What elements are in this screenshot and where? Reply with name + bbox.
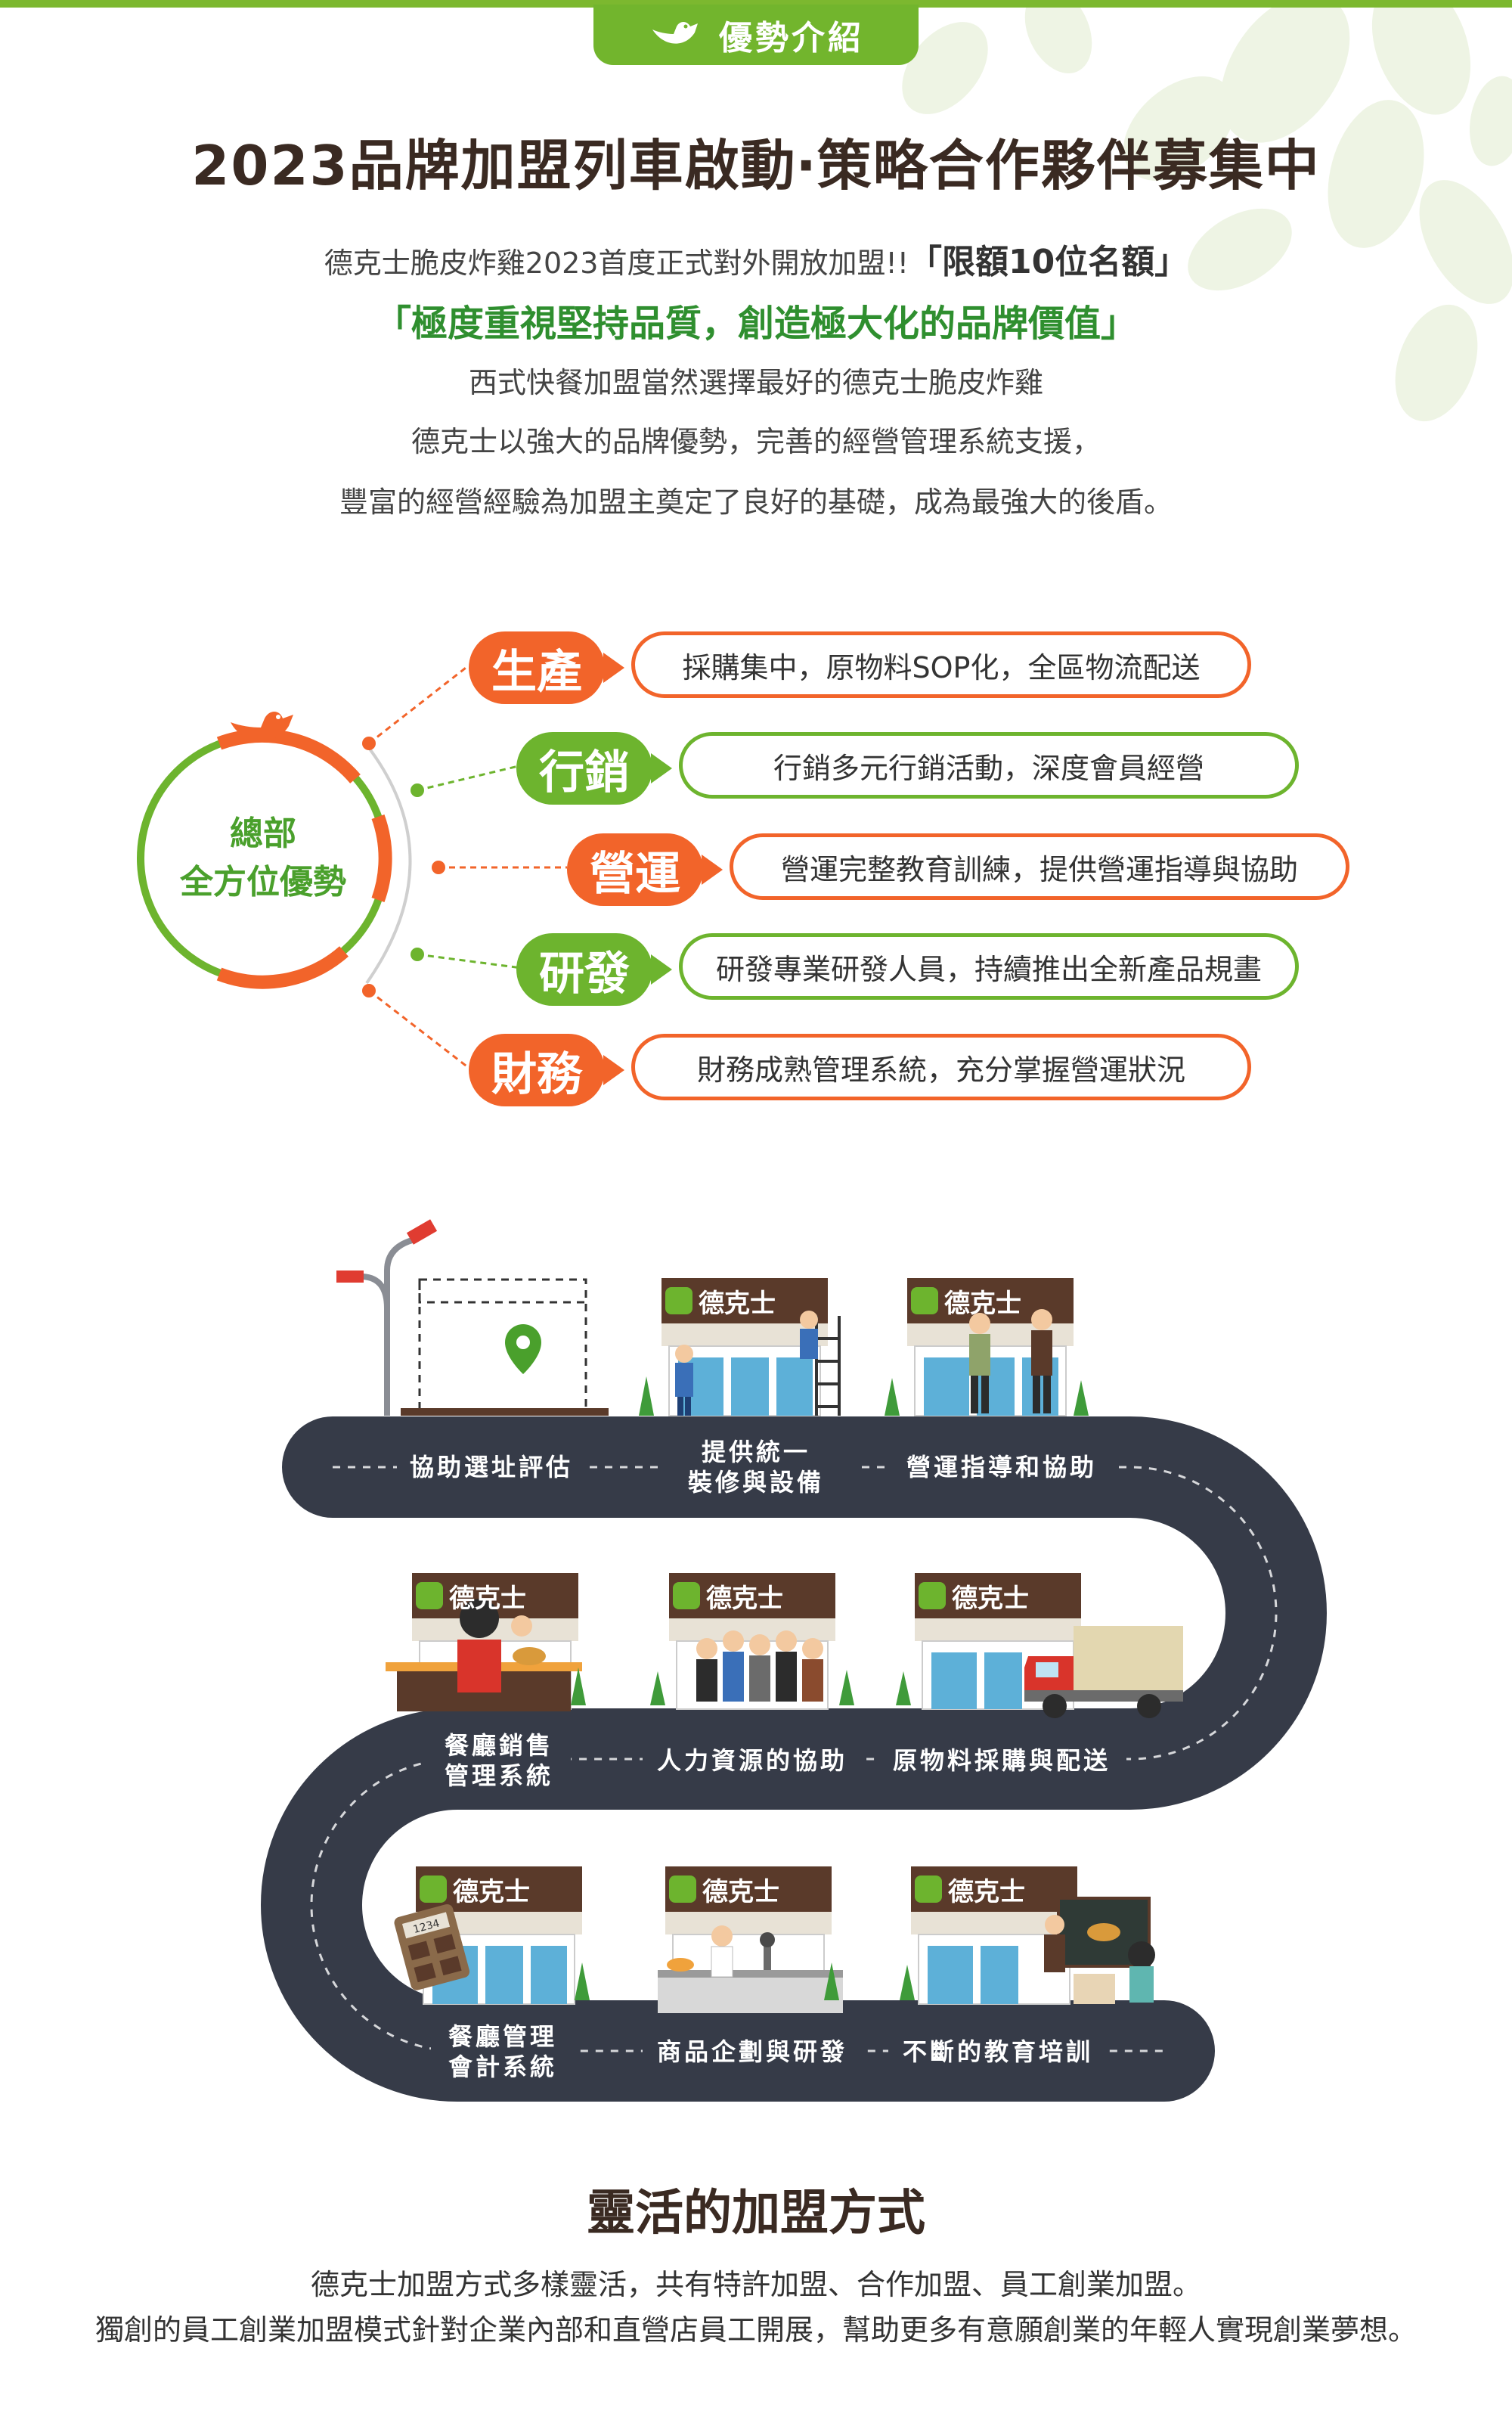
store-sign-text: 德克士 (952, 1583, 1029, 1614)
advantage-production-label: 生產 (491, 645, 582, 699)
store-sign-text: 德克士 (449, 1583, 526, 1614)
advantage-finance-desc: 財務成熟管理系統，充分掌握營運狀況 (631, 1034, 1251, 1100)
hq-diagram (137, 664, 567, 1069)
intro-line-4: 德克士以強大的品牌優勢，完善的經營管理系統支援， (411, 425, 1101, 458)
advantage-rnd: 研發 (516, 933, 672, 1006)
step-site-selection: 協助選址評估 (409, 1453, 573, 1481)
store-logo-icon (919, 1582, 946, 1609)
badge-label: 優勢介紹 (719, 19, 864, 57)
top-accent-bar (0, 0, 1512, 8)
quota-highlight: 「限額10位名額」 (908, 243, 1188, 281)
store-sign: 德克士 (915, 1870, 1074, 1908)
hq-ring-accent-top (216, 728, 361, 783)
store-sign: 德克士 (416, 1577, 575, 1615)
flex-franchise-line-2: 獨創的員工創業加盟模式針對企業內部和直營店員工開展，幫助更多有意願創業的年輕人實… (94, 2313, 1417, 2347)
step-sales-system-line-1: 餐廳銷售 (444, 1731, 553, 1760)
advantage-production: 生產 (469, 631, 624, 704)
team-icon (696, 1630, 823, 1702)
bird-icon (652, 22, 698, 44)
advantage-operations-desc: 營運完整教育訓練，提供營運指導與協助 (730, 833, 1349, 900)
store-sign: 德克士 (665, 1282, 824, 1320)
store-building (662, 1278, 828, 1416)
advantage-marketing: 行銷 (516, 732, 672, 805)
step-accounting-system-line-1: 餐廳管理 (448, 2022, 557, 2051)
connector-dots (362, 737, 445, 997)
hq-ring-accent-bottom (216, 946, 349, 989)
intro-line-1-text: 德克士脆皮炸雞2023首度正式對外開放加盟!! (324, 247, 909, 280)
store-sign: 德克士 (919, 1577, 1077, 1615)
store-logo-icon (915, 1876, 942, 1903)
burger-icon (513, 1647, 546, 1665)
connector-lines (368, 664, 567, 1069)
step-hr-support: 人力資源的協助 (656, 1746, 847, 1775)
store-sign-text: 德克士 (944, 1288, 1021, 1319)
delivery-truck-icon (1024, 1626, 1183, 1718)
bird-icon (231, 712, 293, 741)
step-renovation: 提供統一 裝修與設備 (658, 1437, 854, 1497)
step-renovation-line-1: 提供統一 (701, 1438, 810, 1466)
calculator-icon: 1234 (394, 1903, 470, 1990)
section-badge: 優勢介紹 (593, 5, 919, 65)
step-renovation-line-2: 裝修與設備 (687, 1468, 824, 1497)
flex-franchise-title: 靈活的加盟方式 (587, 2186, 925, 2242)
connector-arc (365, 743, 412, 985)
hq-label: 總部 全方位優勢 (142, 737, 384, 979)
intro-slogan: 「極度重視堅持品質，創造極大化的品牌價值」 (374, 302, 1137, 345)
store-sign-text: 德克士 (453, 1876, 530, 1907)
step-sales-system-line-2: 管理系統 (444, 1761, 553, 1790)
advantage-operations: 營運 (567, 833, 723, 906)
store-sign: 德克士 (911, 1282, 1070, 1320)
store-logo-icon (669, 1876, 696, 1903)
tree-icon (639, 1376, 1089, 1416)
hq-ring-accent-right (371, 814, 392, 903)
hq-label-line-2: 全方位優勢 (180, 863, 346, 901)
advantage-finance: 財務 (469, 1034, 624, 1106)
flex-franchise-line-1: 德克士加盟方式多樣靈活，共有特許加盟、合作加盟、員工創業加盟。 (310, 2268, 1201, 2301)
store-sign: 德克士 (420, 1870, 578, 1908)
staff-icon (969, 1309, 1052, 1413)
step-product-rnd: 商品企劃與研發 (656, 2037, 847, 2066)
step-operations-guidance: 營運指導和協助 (906, 1453, 1097, 1481)
advantage-production-desc: 採購集中，原物料SOP化，全區物流配送 (631, 631, 1251, 698)
tree-icon (575, 1962, 915, 2000)
tree-icon (571, 1668, 911, 1705)
leaf-decoration (902, 0, 1512, 422)
store-sign-text: 德克士 (699, 1288, 776, 1319)
store-logo-icon (673, 1582, 700, 1609)
intro-line-1: 德克士脆皮炸雞2023首度正式對外開放加盟!!「限額10位名額」 (0, 234, 1512, 283)
page-title: 2023品牌加盟列車啟動‧策略合作夥伴募集中 (191, 134, 1321, 197)
intro-line-5: 豐富的經營經驗為加盟主奠定了良好的基礎，成為最強大的後盾。 (339, 486, 1173, 519)
advantage-rnd-label: 研發 (539, 947, 630, 1001)
store-sign: 德克士 (673, 1577, 832, 1615)
training-board-icon (1044, 1897, 1155, 2004)
advantage-marketing-label: 行銷 (539, 746, 630, 799)
intro-line-3: 西式快餐加盟當然選擇最好的德克士脆皮炸雞 (468, 366, 1043, 399)
step-accounting-system: 餐廳管理 會計系統 (431, 2021, 575, 2082)
store-logo-icon (665, 1287, 692, 1314)
street-light-icon (336, 1219, 438, 1416)
counter-icon (386, 1599, 582, 1711)
store-sign-text: 德克士 (702, 1876, 779, 1907)
store-sign-text: 德克士 (706, 1583, 783, 1614)
step-training: 不斷的教育培訓 (902, 2037, 1093, 2066)
store-sign-text: 德克士 (948, 1876, 1025, 1907)
step-sales-system: 餐廳銷售 管理系統 (427, 1730, 571, 1791)
burger-icon (1087, 1923, 1120, 1941)
store-sign: 德克士 (669, 1870, 828, 1908)
advantage-operations-label: 營運 (590, 847, 680, 901)
hq-label-line-1: 總部 (230, 814, 296, 853)
step-accounting-system-line-2: 會計系統 (448, 2052, 557, 2081)
lab-icon (658, 1925, 843, 2013)
workers-icon (675, 1311, 841, 1416)
advantage-rnd-desc: 研發專業研發人員，持續推出全新產品規畫 (679, 933, 1299, 1000)
store-logo-icon (420, 1876, 447, 1903)
step-procurement: 原物料採購與配送 (892, 1746, 1111, 1775)
empty-lot-icon (401, 1278, 609, 1416)
store-logo-icon (911, 1287, 938, 1314)
support-roadmap: 1234 (261, 1219, 1327, 2102)
store-logo-icon (416, 1582, 443, 1609)
advantage-marketing-desc: 行銷多元行銷活動，深度會員經營 (679, 732, 1299, 799)
advantage-finance-label: 財務 (491, 1047, 582, 1101)
